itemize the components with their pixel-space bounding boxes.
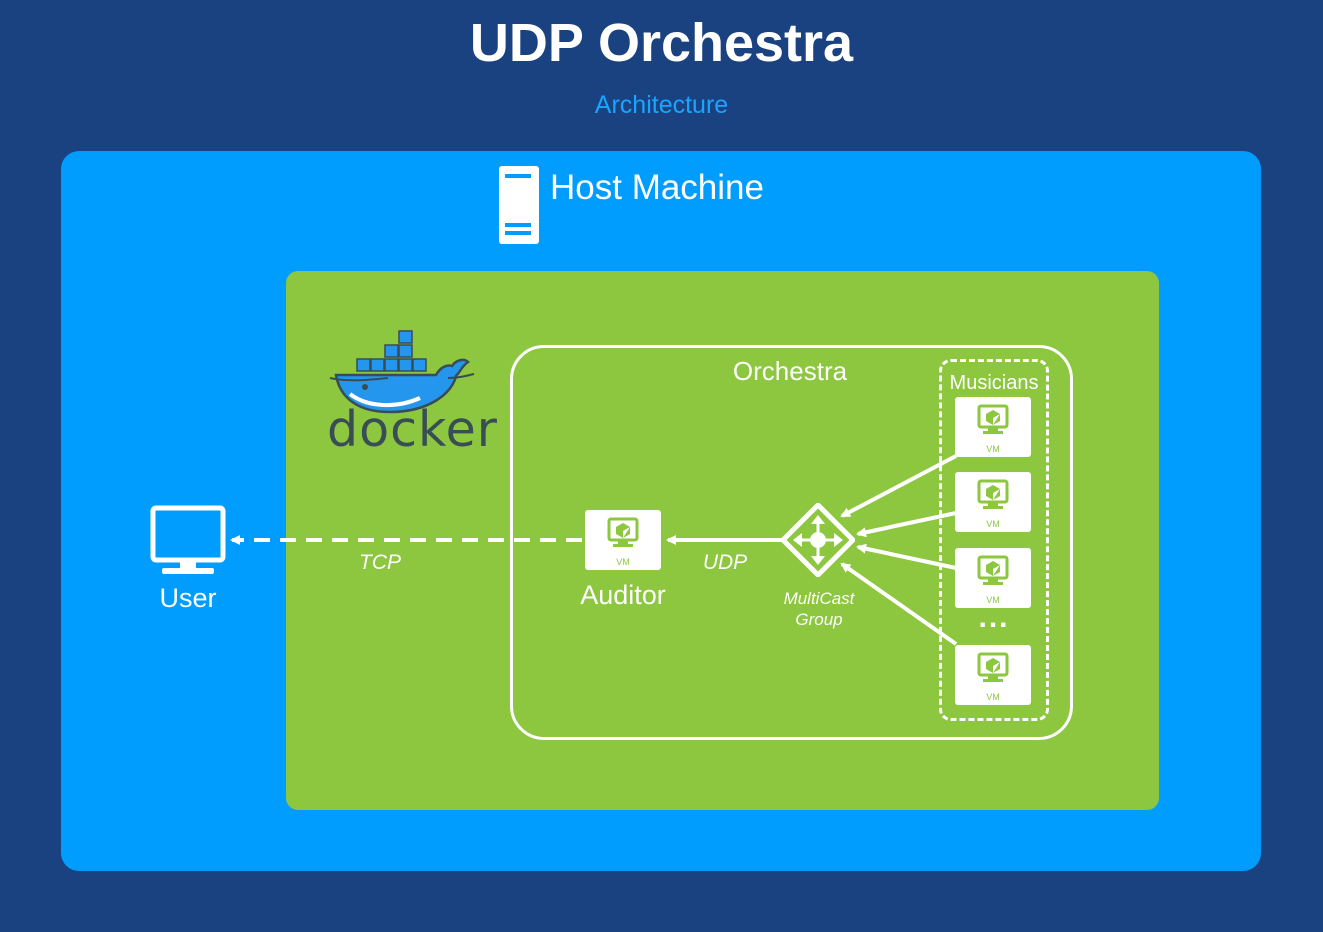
musician-vm-1: VM — [955, 397, 1031, 457]
vm-label: VM — [986, 444, 1000, 454]
musicians-label: Musicians — [949, 372, 1039, 394]
musicians-group-box — [939, 359, 1049, 721]
musician-vm-3: VM — [955, 548, 1031, 608]
vm-icon: VM — [977, 652, 1009, 702]
musician-vm-2: VM — [955, 472, 1031, 532]
tcp-label: TCP — [359, 551, 401, 574]
musician-link-1 — [840, 454, 957, 518]
orchestra-label: Orchestra — [732, 356, 848, 386]
udp-label: UDP — [702, 551, 748, 574]
vm-icon: VM — [977, 555, 1009, 605]
vm-icon: VM — [607, 517, 639, 567]
vm-label: VM — [986, 595, 1000, 605]
host-machine-label: Host Machine — [550, 168, 764, 207]
musician-link-3 — [856, 543, 957, 570]
docker-logo-text: docker — [327, 401, 498, 458]
server-icon — [499, 166, 539, 244]
multicast-label-line2: Group — [795, 610, 843, 629]
page-title: UDP Orchestra — [469, 13, 854, 73]
musician-vm-4: VM — [955, 645, 1031, 705]
multicast-label-line1: MultiCast — [783, 589, 855, 608]
page-subtitle: Architecture — [594, 91, 729, 119]
vm-label: VM — [616, 557, 630, 567]
more-musicians-ellipsis: ... — [978, 601, 1010, 634]
vm-label: VM — [986, 519, 1000, 529]
auditor-vm: VM — [585, 510, 661, 570]
vm-icon: VM — [977, 404, 1009, 454]
router-icon — [781, 503, 855, 577]
musician-link-2 — [856, 511, 957, 538]
auditor-label: Auditor — [580, 580, 666, 610]
monitor-icon — [150, 505, 226, 574]
musician-link-4 — [840, 562, 958, 646]
orchestra-box — [510, 345, 1073, 740]
vm-icon: VM — [977, 479, 1009, 529]
user-label: User — [159, 583, 217, 613]
vm-label: VM — [986, 692, 1000, 702]
docker-whale-icon — [329, 330, 475, 414]
